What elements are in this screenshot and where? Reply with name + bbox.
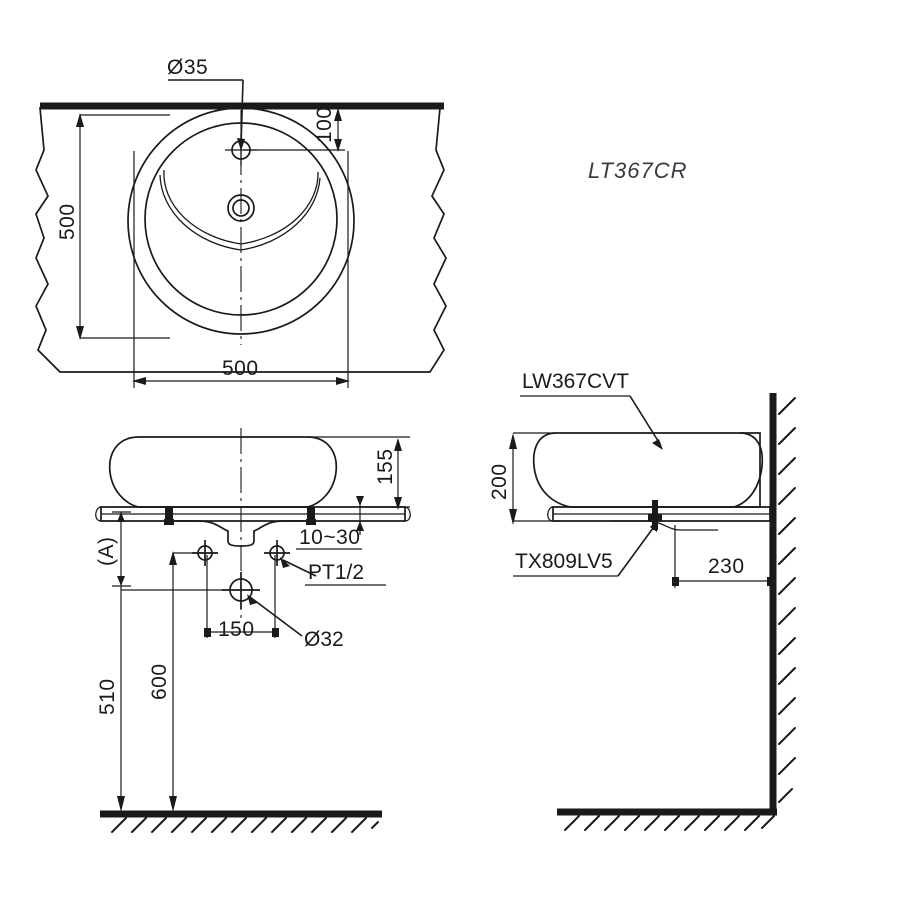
dim-1030-arrow-bottom (356, 521, 364, 531)
front-elevation-group: 155 10~30 (A) (95, 428, 411, 833)
bowl-outer-circle (127, 107, 355, 335)
side-section-group: 200 LW367CVT TX809LV5 230 (488, 370, 796, 831)
counter-outline-plan (35, 107, 447, 373)
supply-pipe-right (264, 540, 290, 566)
dia35-leader-line (240, 79, 244, 147)
drain-hole-front (222, 572, 260, 609)
counter-slab-left-cap (95, 506, 102, 522)
bowl-body-side (532, 432, 761, 508)
dim-600-label: 600 (148, 663, 171, 700)
dim-100-arrow-bottom (334, 139, 342, 152)
dim-510-arrow-bottom (117, 796, 125, 812)
dim-1030-label: 10~30 (299, 526, 360, 549)
model-number-label: LT367CR (588, 158, 688, 183)
wall-hatching-side (778, 397, 796, 803)
lw367cvt-label: LW367CVT (522, 370, 629, 393)
dim-A-label: (A) (95, 537, 118, 567)
dim-510-label: 510 (96, 678, 119, 715)
lw367cvt-arrow (652, 439, 663, 450)
tx809lv5-arrow (650, 519, 658, 532)
plan-view-group: Ø35 500 100 500 (35, 56, 447, 388)
dim-500-vertical-label: 500 (56, 203, 79, 240)
bowl-shelf-arc (159, 174, 321, 251)
lw367cvt-leader (629, 395, 661, 445)
tx809lv5-label: TX809LV5 (515, 550, 613, 573)
dim-500-horizontal-label: 500 (222, 357, 259, 380)
dim-600-arrow-bottom (169, 796, 177, 812)
dim-500v-arrow-top (76, 113, 84, 127)
bowl-underside-side (610, 520, 718, 531)
dia35-arrow (237, 138, 245, 151)
dia32-label: Ø32 (304, 628, 344, 651)
dim-500v-arrow-bottom (76, 326, 84, 340)
floor-hatching-side (564, 815, 775, 831)
bowl-body-front (108, 436, 338, 508)
pt12-label: PT1/2 (308, 561, 364, 584)
tx809lv5-leader (617, 523, 657, 577)
dia35-label: Ø35 (167, 56, 208, 79)
dim-150-tick-right (272, 628, 279, 637)
dim-200-arrow-top (509, 433, 517, 449)
dim-150-tick-left (204, 628, 211, 637)
dim-230-label: 230 (708, 555, 745, 578)
dim-600-arrow-top (169, 551, 177, 565)
dim-230-tick-left (672, 577, 679, 586)
dim-155-arrow-bottom (394, 497, 402, 510)
dim-1030-arrow-top (356, 496, 364, 506)
dia32-leader (249, 596, 303, 637)
dim-100-label: 100 (313, 106, 336, 143)
dim-A-arrow-bottom (117, 576, 125, 586)
pt12-leader (282, 559, 317, 577)
dim-150-label: 150 (218, 618, 255, 641)
mount-bolt-right-head (306, 519, 316, 525)
trap-bolt-head-side (648, 514, 662, 521)
dia32-arrow (247, 594, 257, 605)
dim-500h-arrow-right (336, 377, 350, 385)
dim-500h-arrow-left (132, 377, 146, 385)
bowl-body-side-right-curve (733, 432, 764, 508)
dim-155-arrow-top (394, 438, 402, 451)
dim-A-arrow-top (117, 512, 125, 522)
dim-200-label: 200 (488, 463, 511, 500)
dim-155-label: 155 (374, 448, 397, 485)
mount-bolt-left-head (164, 519, 174, 525)
floor-hatching-front (111, 817, 379, 833)
dim-200-arrow-bottom (509, 509, 517, 525)
pt12-arrow (280, 557, 290, 568)
dim-100-arrow-top (334, 108, 342, 121)
